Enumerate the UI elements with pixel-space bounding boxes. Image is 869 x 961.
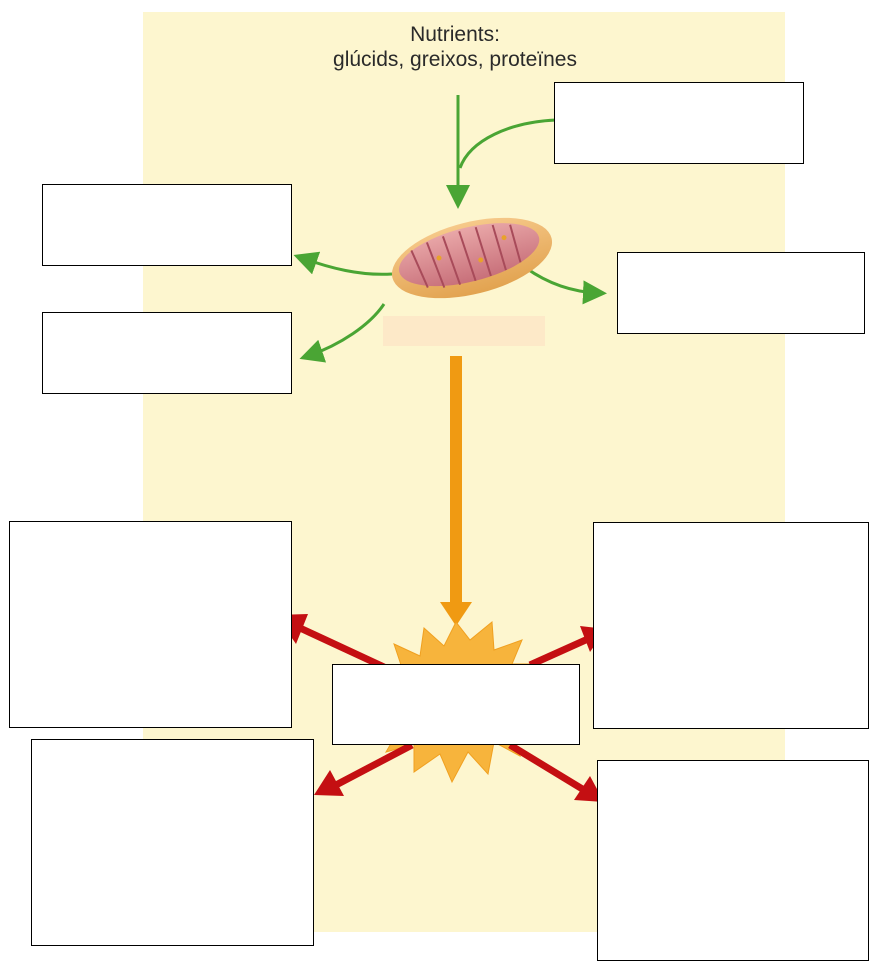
title-line-2: glúcids, greixos, proteïnes bbox=[333, 48, 577, 71]
energy-arrow-shaft bbox=[450, 356, 462, 604]
answer-box-left-top[interactable] bbox=[42, 184, 292, 266]
mitochondrion-illustration bbox=[391, 217, 553, 299]
title-line-1: Nutrients: bbox=[410, 23, 500, 46]
answer-box-energy-use-left-top[interactable] bbox=[9, 521, 292, 728]
output-arrow-left-bottom bbox=[299, 303, 386, 363]
output-arrow-left-top bbox=[293, 251, 393, 276]
answer-box-left-middle[interactable] bbox=[42, 312, 292, 394]
answer-box-energy-center[interactable] bbox=[332, 664, 580, 745]
red-arrow-head-left-bottom bbox=[314, 770, 344, 796]
answer-box-energy-use-right-bottom[interactable] bbox=[597, 760, 869, 961]
output-arrow-right bbox=[525, 266, 607, 305]
mitochondrion-label-placeholder bbox=[383, 316, 545, 346]
nutrients-title: Nutrients: glúcids, greixos, proteïnes bbox=[300, 22, 610, 72]
answer-box-energy-use-right-top[interactable] bbox=[593, 522, 869, 729]
answer-box-energy-use-left-bottom[interactable] bbox=[31, 739, 314, 946]
energy-arrow-head bbox=[440, 602, 472, 626]
red-arrow-head-right-bottom bbox=[574, 776, 604, 802]
oxygen-arrow bbox=[458, 118, 557, 169]
answer-box-right-middle[interactable] bbox=[617, 252, 865, 334]
answer-box-oxygen[interactable] bbox=[554, 82, 804, 164]
